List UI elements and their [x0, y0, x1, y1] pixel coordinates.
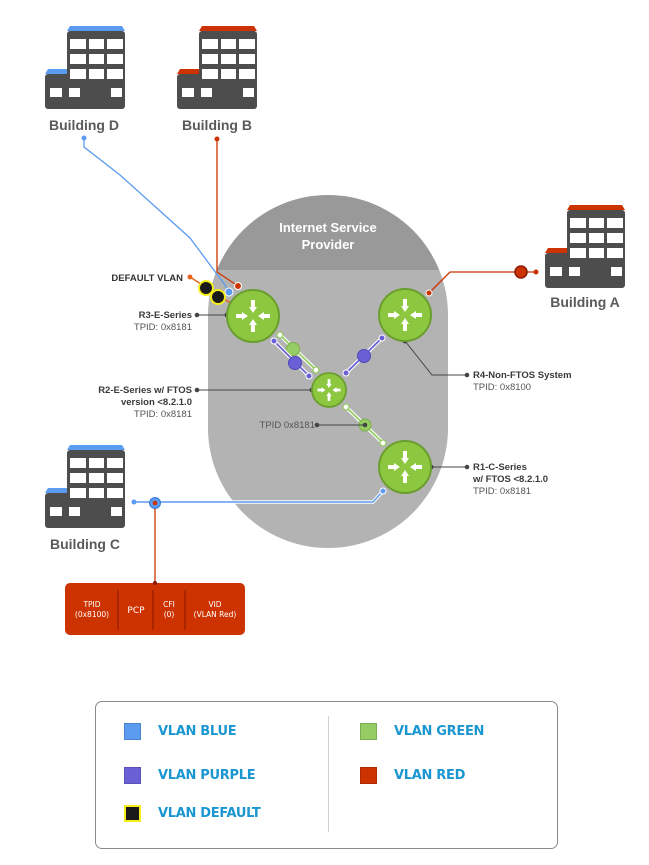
router-r1-tpid: TPID: 0x8181: [473, 486, 531, 497]
legend-divider: [328, 716, 329, 832]
purple-vlan-tag: [288, 356, 302, 370]
router-r3-tpid: TPID: 0x8181: [134, 322, 192, 333]
purple-vlan-tag-2: [357, 349, 371, 363]
default-vlan-label: DEFAULT VLAN: [111, 273, 183, 284]
router-r3-name: R3-E-Series: [139, 310, 192, 321]
router-r4-name: R4-Non-FTOS System: [473, 370, 572, 381]
building-b[interactable]: [177, 26, 257, 109]
legend-item-vlan-green: VLAN GREEN: [360, 721, 484, 741]
link-blue-building-c: [131, 487, 387, 585]
vlan-purple-swatch-icon: [124, 766, 141, 784]
link-tpid-label: TPID 0x8181: [260, 420, 315, 431]
default-vlan-tag-2: [210, 289, 226, 305]
vlan-green-swatch-icon: [360, 722, 377, 740]
legend-label: VLAN PURPLE: [158, 767, 256, 783]
vlan-tag-frame: TPID (0x8100) PCP CFI (0) VID (VLAN Red): [65, 581, 245, 635]
frame-field-vid-line2: (VLAN Red): [194, 610, 237, 619]
frame-field-cfi-line1: CFI: [163, 600, 175, 609]
default-vlan-tag-1: [198, 280, 214, 296]
building-c[interactable]: [45, 445, 125, 528]
vlan-red-swatch-icon: [360, 766, 377, 784]
router-r2-tpid: TPID: 0x8181: [134, 409, 192, 420]
frame-field-tpid-line1: TPID: [82, 600, 100, 609]
building-a[interactable]: [545, 205, 625, 288]
building-a-label: Building A: [550, 294, 619, 310]
legend-label: VLAN GREEN: [394, 723, 485, 739]
link-blue-building-d: [81, 135, 234, 297]
legend-label: VLAN DEFAULT: [158, 805, 261, 821]
router-r3[interactable]: [226, 289, 280, 343]
frame-field-vid-line1: VID: [208, 600, 221, 609]
link-red-building-a: [425, 265, 539, 297]
router-r4[interactable]: [378, 288, 432, 342]
building-b-label: Building B: [182, 117, 252, 133]
legend-item-vlan-blue: VLAN BLUE: [124, 721, 237, 741]
building-d-label: Building D: [49, 117, 119, 133]
legend-label: VLAN RED: [394, 767, 466, 783]
frame-field-cfi-line2: (0): [164, 610, 175, 619]
router-r2-name-line2: version <8.2.1.0: [121, 397, 192, 408]
frame-field-tpid-line2: (0x8100): [75, 610, 109, 619]
legend-item-vlan-red: VLAN RED: [360, 765, 465, 785]
red-vlan-tag: [514, 265, 528, 279]
link-r3-r2: [270, 331, 320, 380]
router-r1-name-line2: w/ FTOS <8.2.1.0: [472, 474, 548, 485]
legend-item-vlan-purple: VLAN PURPLE: [124, 765, 256, 785]
building-d-roof: [67, 26, 125, 31]
router-r2[interactable]: [311, 372, 347, 408]
vlan-blue-swatch-icon: [124, 722, 141, 740]
router-r2-name-line1: R2-E-Series w/ FTOS: [98, 385, 192, 396]
legend-item-vlan-default: VLAN DEFAULT: [124, 803, 261, 823]
building-c-label: Building C: [50, 536, 120, 552]
router-r4-tpid: TPID: 0x8100: [473, 382, 531, 393]
link-r2-r4: [342, 334, 386, 377]
link-red-building-b: [214, 136, 242, 290]
router-r1[interactable]: [378, 440, 432, 494]
vlan-default-swatch-icon: [124, 804, 141, 822]
router-r1-name-line1: R1-C-Series: [473, 462, 527, 473]
legend-label: VLAN BLUE: [158, 723, 237, 739]
isp-label-line1: Internet Service: [279, 220, 377, 235]
building-d[interactable]: [45, 26, 125, 109]
legend: VLAN BLUE VLAN PURPLE VLAN DEFAULT VLAN …: [95, 701, 558, 849]
frame-field-pcp: PCP: [127, 606, 145, 616]
green-vlan-tag: [286, 342, 300, 356]
isp-label-line2: Provider: [302, 237, 355, 252]
